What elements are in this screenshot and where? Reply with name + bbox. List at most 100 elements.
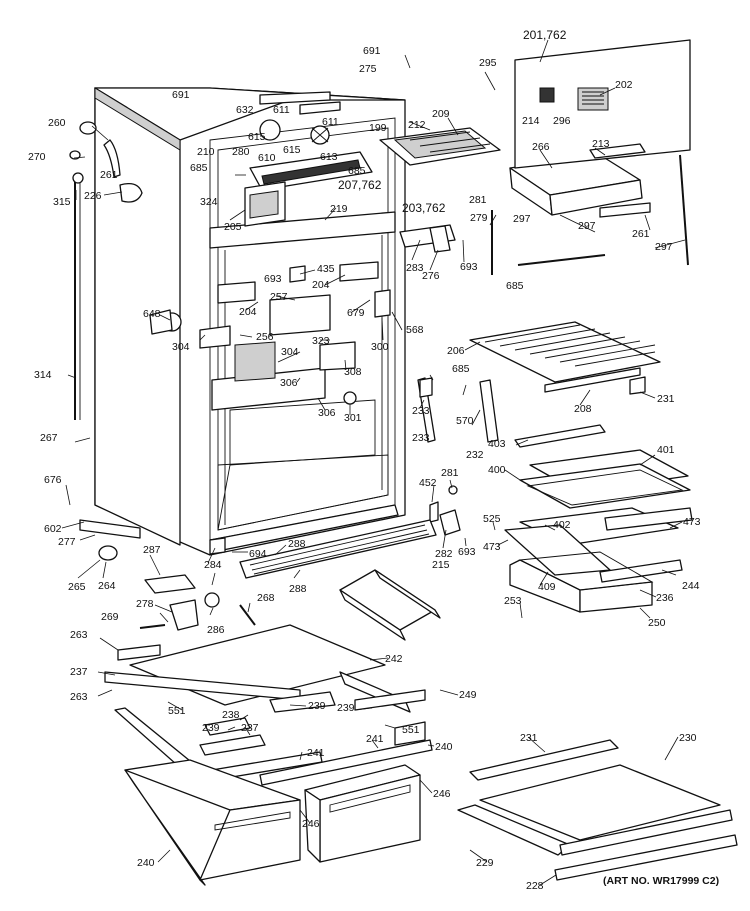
callout-270: 270 — [28, 151, 46, 163]
support-rods — [399, 154, 689, 275]
callout-400: 400 — [488, 464, 506, 476]
hinge-282 — [429, 485, 461, 536]
callout-238: 238 — [222, 709, 240, 721]
shelf-brackets — [417, 377, 499, 443]
callout-676: 676 — [44, 474, 62, 486]
callout-301: 301 — [344, 412, 362, 424]
callout-281b: 281 — [441, 467, 459, 479]
callout-labels: 201,762 691 275 295 202 214 296 691 632 … — [28, 28, 719, 892]
callout-239c: 239 — [202, 722, 220, 734]
callout-300: 300 — [371, 341, 389, 353]
callout-403: 403 — [488, 438, 506, 450]
callout-685d: 685 — [452, 363, 470, 375]
callout-210: 210 — [197, 146, 215, 158]
callout-214: 214 — [522, 115, 540, 127]
callout-306a: 306 — [280, 377, 298, 389]
callout-237a: 237 — [70, 666, 88, 678]
callout-205: 205 — [224, 221, 242, 233]
callout-402: 402 — [553, 519, 571, 531]
crisper-drawer-right — [304, 764, 421, 863]
wire-shelf-206 — [469, 321, 661, 395]
callout-206: 206 — [447, 345, 465, 357]
callout-230: 230 — [679, 732, 697, 744]
leader-lines — [61, 39, 686, 886]
callout-269: 269 — [101, 611, 119, 623]
callout-246a: 246 — [433, 788, 451, 800]
callout-232: 232 — [466, 449, 484, 461]
callout-256: 256 — [256, 331, 274, 343]
callout-242: 242 — [385, 653, 403, 665]
callout-694: 694 — [249, 548, 267, 560]
callout-288b: 288 — [289, 583, 307, 595]
callout-297c: 297 — [655, 241, 673, 253]
callout-281a: 281 — [469, 194, 487, 206]
crisper-frame — [114, 691, 336, 773]
callout-287: 287 — [143, 544, 161, 556]
base-grille-288 — [239, 519, 437, 579]
callout-219: 219 — [330, 203, 348, 215]
callout-257: 257 — [270, 291, 288, 303]
callout-241b: 241 — [366, 733, 384, 745]
ice-tray-assembly — [379, 39, 691, 216]
callout-297b: 297 — [578, 220, 596, 232]
callout-231b: 231 — [520, 732, 538, 744]
callout-284: 284 — [204, 559, 222, 571]
callout-296: 296 — [553, 115, 571, 127]
callout-277: 277 — [58, 536, 76, 548]
callout-602: 602 — [44, 523, 62, 535]
callout-435: 435 — [317, 263, 335, 275]
callout-253: 253 — [504, 595, 522, 607]
callout-208: 208 — [574, 403, 592, 415]
callout-239a: 239 — [308, 700, 326, 712]
callout-323: 323 — [312, 335, 330, 347]
callout-260: 260 — [48, 117, 66, 129]
callout-261: 261 — [100, 169, 118, 181]
callout-304a: 304 — [172, 341, 190, 353]
callout-693c: 693 — [458, 546, 476, 558]
crisper-drawer-left — [124, 759, 301, 886]
callout-276: 276 — [422, 270, 440, 282]
callout-693a: 693 — [460, 261, 478, 273]
callout-264: 264 — [98, 580, 116, 592]
callout-249: 249 — [459, 689, 477, 701]
callout-401: 401 — [657, 444, 675, 456]
callout-304b: 304 — [281, 346, 299, 358]
callout-308: 308 — [344, 366, 362, 378]
callout-201: 201,762 — [523, 28, 567, 42]
control-components — [149, 261, 391, 411]
callout-473a: 473 — [683, 516, 701, 528]
callout-229: 229 — [476, 857, 494, 869]
callout-306b: 306 — [318, 407, 336, 419]
meat-pan-250 — [509, 551, 654, 613]
callout-297a: 297 — [513, 213, 531, 225]
callout-613: 613 — [320, 151, 338, 163]
callout-261b: 261 — [632, 228, 650, 240]
callout-611b: 611 — [322, 116, 339, 128]
callout-279: 279 — [470, 212, 488, 224]
callout-236: 236 — [656, 592, 674, 604]
callout-452: 452 — [419, 477, 437, 489]
callout-282: 282 — [435, 548, 453, 560]
callout-241a: 241 — [307, 747, 325, 759]
callout-611a: 611 — [273, 104, 290, 116]
callout-324: 324 — [200, 196, 218, 208]
callout-204b: 204 — [239, 306, 257, 318]
cabinet-assembly — [94, 87, 406, 556]
glass-shelf-242 — [104, 624, 426, 713]
callout-233a: 233 — [412, 405, 430, 417]
callout-286: 286 — [207, 624, 225, 636]
shelf-402 — [504, 507, 693, 583]
callout-204a: 204 — [312, 279, 330, 291]
callout-525: 525 — [483, 513, 501, 525]
callout-209: 209 — [432, 108, 450, 120]
callout-679: 679 — [347, 307, 365, 319]
callout-615b: 615 — [283, 144, 301, 156]
callout-295: 295 — [479, 57, 497, 69]
callout-263a: 263 — [70, 629, 88, 641]
callout-231a: 231 — [657, 393, 675, 405]
callout-693b: 693 — [264, 273, 282, 285]
callout-275: 275 — [359, 63, 377, 75]
callout-199: 199 — [369, 122, 387, 134]
callout-685b: 685 — [348, 165, 366, 177]
